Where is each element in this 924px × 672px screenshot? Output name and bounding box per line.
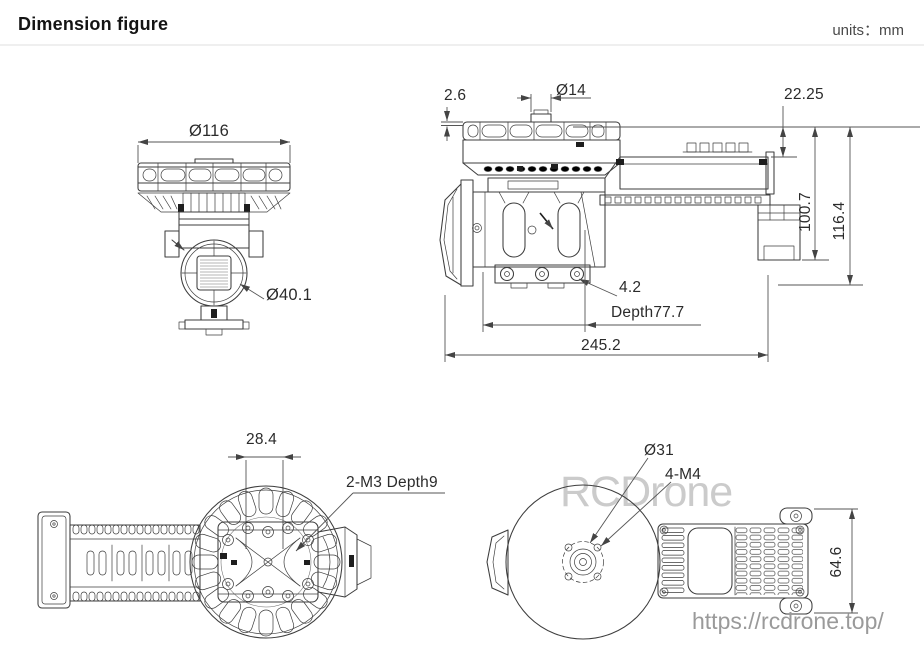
dim-front-rotor-diameter: Ø116 — [189, 122, 229, 140]
dim-side-mount-height: 100.7 — [797, 192, 814, 232]
front-view-drawing — [137, 139, 291, 336]
dim-bottom-bolt-circle: Ø31 — [644, 442, 674, 459]
dim-side-plate-thickness: 2.6 — [444, 87, 467, 104]
dim-top-screw-spec: 2-M3 Depth9 — [346, 474, 438, 491]
dim-front-body-diameter: Ø40.1 — [266, 286, 312, 304]
page-title: Dimension figure — [18, 14, 169, 34]
side-view-drawing — [439, 94, 920, 362]
dim-bottom-screw-spec: 4-M4 — [665, 466, 702, 483]
dim-side-shaft-diameter: Ø14 — [556, 82, 586, 99]
top-view-drawing — [37, 454, 445, 639]
units-label: units：mm — [832, 22, 904, 39]
website-link[interactable]: https://rcdrone.top/ — [692, 608, 884, 634]
dim-side-cavity-depth: Depth77.7 — [611, 304, 685, 321]
watermark-text: RCDrone — [560, 468, 733, 516]
dim-bottom-plate-height: 64.6 — [828, 546, 845, 578]
dim-side-total-height: 116.4 — [831, 201, 848, 241]
dim-side-rotor-to-arm: 22.25 — [784, 86, 824, 103]
dim-top-hole-spacing: 28.4 — [246, 431, 277, 448]
dim-side-total-length: 245.2 — [581, 337, 621, 354]
dim-side-screw: 4.2 — [619, 279, 642, 296]
bottom-view-drawing — [486, 457, 858, 640]
header-divider — [0, 44, 924, 46]
